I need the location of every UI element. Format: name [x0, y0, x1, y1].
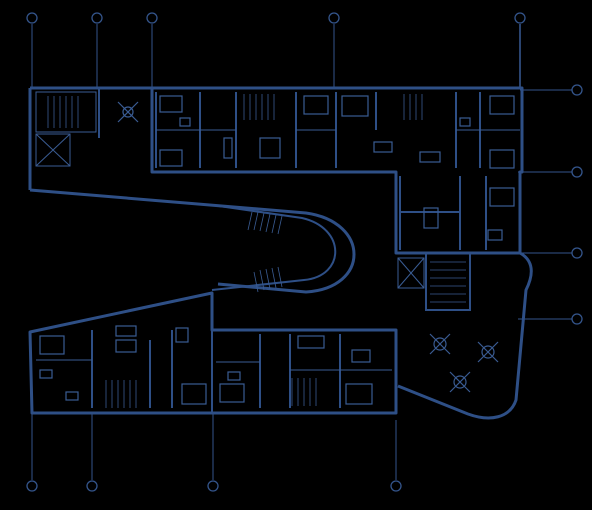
plaza-table — [449, 371, 471, 393]
lobby-table — [117, 101, 139, 123]
plaza-table — [477, 341, 499, 363]
grid-bubble — [571, 84, 583, 96]
grid-bubble — [328, 12, 340, 24]
grid-bubble — [390, 480, 402, 492]
grid-bubble — [571, 166, 583, 178]
grid-bubble — [146, 12, 158, 24]
bed — [489, 95, 515, 115]
bed — [39, 335, 65, 355]
sofa — [419, 151, 441, 163]
outer-walls — [28, 86, 533, 420]
furniture — [39, 95, 515, 405]
grid-bubble — [514, 12, 526, 24]
fixture — [459, 117, 471, 127]
grid-bubble — [26, 480, 38, 492]
grid-bubble — [26, 12, 38, 24]
fixture — [227, 371, 241, 381]
bed — [489, 149, 515, 169]
grid-bubbles — [26, 12, 583, 492]
table — [175, 327, 189, 343]
grid-bubble — [207, 480, 219, 492]
stairs — [47, 94, 466, 408]
table — [351, 349, 371, 363]
fixture — [179, 117, 191, 127]
bed — [341, 95, 369, 117]
bed — [159, 149, 183, 167]
bed — [303, 95, 329, 115]
table — [373, 141, 393, 153]
plaza-table — [429, 333, 451, 355]
sofa — [115, 339, 137, 353]
sofa — [115, 325, 137, 337]
fixture — [487, 229, 503, 241]
sofa — [297, 335, 325, 349]
sofa — [259, 137, 281, 159]
grid-bubble — [86, 480, 98, 492]
bed — [219, 383, 245, 403]
bed — [159, 95, 183, 113]
grid-bubble — [571, 247, 583, 259]
table — [223, 137, 233, 159]
bed — [345, 383, 373, 405]
grid-bubble — [571, 313, 583, 325]
fixture — [65, 391, 79, 401]
bed — [181, 383, 207, 405]
table — [423, 207, 439, 229]
interior-walls — [35, 91, 520, 408]
grid-lines — [31, 24, 572, 480]
grid-bubble — [91, 12, 103, 24]
bed — [489, 187, 515, 207]
fixture — [39, 369, 53, 379]
